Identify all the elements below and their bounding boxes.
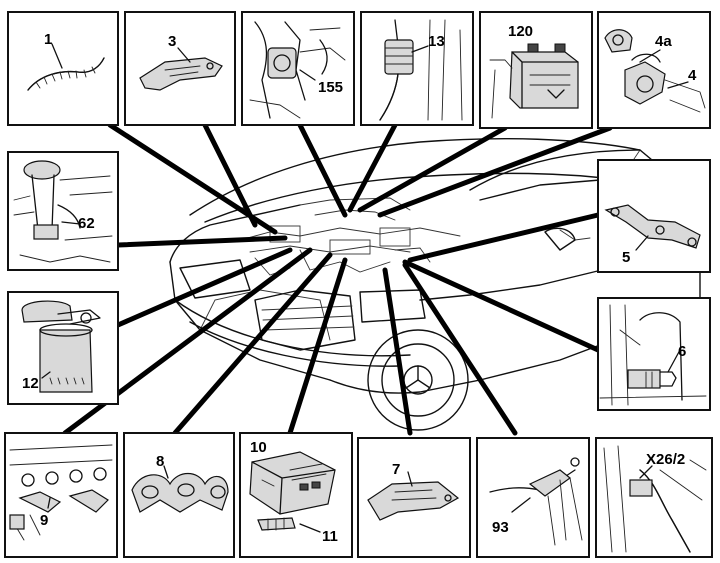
panel-10-control-unit: 10 11	[239, 432, 353, 558]
label-4: 4	[688, 67, 697, 84]
label-1: 1	[44, 31, 52, 48]
leader-12	[115, 247, 293, 328]
leader-4	[377, 125, 613, 218]
label-11: 11	[322, 528, 338, 545]
leader-5	[407, 212, 601, 263]
leader-13	[347, 122, 398, 213]
leader-6	[402, 259, 601, 353]
panel-7-cover: 7	[357, 437, 471, 558]
panel-120-battery: 120	[479, 11, 593, 129]
panel-6-sensor: 6	[597, 297, 711, 411]
label-93: 93	[492, 519, 509, 536]
label-62: 62	[78, 215, 95, 232]
panel-155-engine-detail: 155	[241, 11, 355, 126]
panel-x26-2-connector: X26/2	[595, 437, 713, 558]
leader-10	[287, 257, 348, 436]
panel-12-filter: 12	[7, 291, 119, 405]
label-10: 10	[250, 439, 267, 456]
panel-3-bracket: 3	[124, 11, 236, 126]
panel-5-bracket: 5	[597, 159, 711, 273]
leader-120	[357, 125, 508, 213]
panel-4-bracket-pair: 4a 4	[597, 11, 711, 129]
label-12: 12	[22, 375, 39, 392]
label-9: 9	[40, 512, 48, 529]
leader-3	[202, 122, 258, 228]
leader-93	[402, 262, 518, 436]
leader-8	[172, 252, 333, 436]
panel-9-manifold: 9	[4, 432, 118, 558]
label-155: 155	[318, 79, 343, 96]
label-6: 6	[678, 343, 686, 360]
leader-62	[115, 235, 288, 248]
label-13: 13	[428, 33, 445, 50]
panel-93-connector: 93	[476, 437, 590, 558]
label-8: 8	[156, 453, 164, 470]
label-120: 120	[508, 23, 533, 40]
leader-lines	[62, 122, 613, 436]
label-5: 5	[622, 249, 630, 266]
label-4a: 4a	[655, 33, 672, 50]
panel-13-sensor: 13	[360, 11, 474, 126]
label-x26-2: X26/2	[646, 451, 685, 468]
label-7: 7	[392, 461, 400, 478]
leader-7	[382, 267, 413, 436]
leader-155	[297, 122, 348, 218]
label-3: 3	[168, 33, 176, 50]
panel-1-hose: 1	[7, 11, 119, 126]
panel-8-exhaust-manifold: 8	[123, 432, 235, 558]
panel-62-filler-neck: 62	[7, 151, 119, 271]
